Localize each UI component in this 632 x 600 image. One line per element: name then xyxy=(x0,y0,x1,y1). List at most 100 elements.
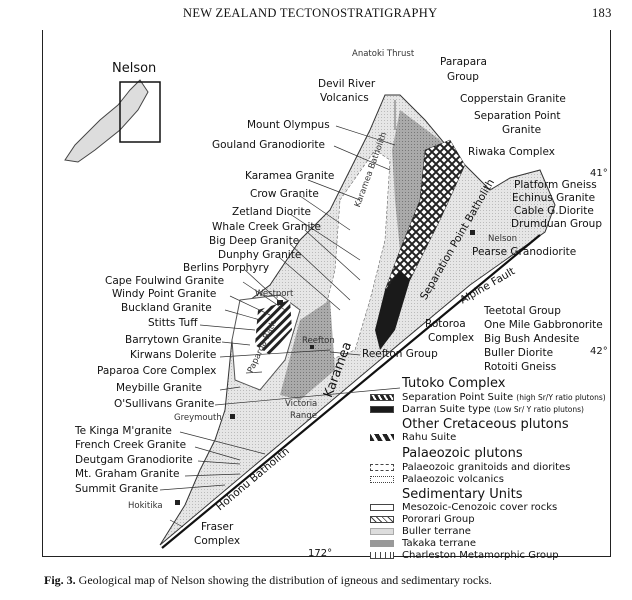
label-te-kinga: Te Kinga M'granite xyxy=(75,425,172,437)
swatch-charleston xyxy=(370,552,394,559)
label-cable: Cable G.Diorite xyxy=(514,205,594,217)
label-drumduan: Drumduan Group xyxy=(511,218,602,230)
figure-caption: Fig. 3. Geological map of Nelson showing… xyxy=(44,573,492,588)
label-deutgam: Deutgam Granodiorite xyxy=(75,454,193,466)
legend-heading-sedimentary: Sedimentary Units xyxy=(402,487,523,502)
label-teetotal: Teetotal Group xyxy=(484,305,561,317)
legend-heading-tutoko: Tutoko Complex xyxy=(402,376,506,391)
legend-sep-point-note: (high Sr/Y ratio plutons) xyxy=(516,393,606,402)
caption-label: Fig. 3. xyxy=(44,573,76,587)
label-pearse: Pearse Granodiorite xyxy=(472,246,577,258)
label-mt-graham: Mt. Graham Granite xyxy=(75,468,180,480)
town-westport: Westport xyxy=(255,289,294,299)
town-reefton: Reefton xyxy=(302,336,335,346)
label-dunphy: Dunphy Granite xyxy=(218,249,302,261)
alpine-fault-line xyxy=(161,234,541,549)
reefton-takaka xyxy=(280,300,335,400)
label-rotoroa-2: Complex xyxy=(428,332,475,344)
legend-sep-point-label: Separation Point Suite xyxy=(402,392,514,403)
caption-text: Geological map of Nelson showing the dis… xyxy=(78,573,492,587)
label-parapara-2: Group xyxy=(447,71,479,83)
label-sep-point-2: Granite xyxy=(502,124,542,136)
legend-heading-palaeo: Palaeozoic plutons xyxy=(402,446,523,461)
swatch-buller xyxy=(370,528,394,535)
label-french-creek: French Creek Granite xyxy=(75,439,187,451)
label-summit: Summit Granite xyxy=(75,483,159,495)
label-gouland: Gouland Granodiorite xyxy=(212,139,326,151)
swatch-sep-point xyxy=(370,394,394,401)
label-devil-river: Devil River xyxy=(318,78,376,90)
legend-rahu: Rahu Suite xyxy=(402,432,457,443)
legend-pororari: Pororari Group xyxy=(402,514,475,525)
label-kirwans: Kirwans Dolerite xyxy=(130,349,217,361)
legend-buller: Buller terrane xyxy=(402,526,471,537)
legend-palaeo-volcanics: Palaeozoic volcanics xyxy=(402,474,504,485)
label-whale-creek: Whale Creek Granite xyxy=(212,221,321,233)
swatch-palaeo-volcanics xyxy=(370,476,394,483)
label-buckland: Buckland Granite xyxy=(121,302,212,314)
label-fraser: Fraser xyxy=(201,521,234,533)
page-number: 183 xyxy=(592,6,612,20)
town-nelson: Nelson xyxy=(488,234,517,244)
swatch-takaka xyxy=(370,540,394,547)
label-meybille: Meybille Granite xyxy=(116,382,202,394)
town-greymouth: Greymouth xyxy=(174,413,222,423)
legend-darran-note: (Low Sr/ Y ratio plutons) xyxy=(493,405,584,414)
tick-lat-42: 42° xyxy=(590,346,608,357)
label-paparoa-core: Paparoa Core Complex xyxy=(97,365,217,377)
running-header: NEW ZEALAND TECTONOSTRATIGRAPHY xyxy=(183,6,438,20)
label-one-mile: One Mile Gabbronorite xyxy=(484,319,603,331)
label-berlins: Berlins Porphyry xyxy=(183,262,270,274)
label-big-bush: Big Bush Andesite xyxy=(484,333,580,345)
swatch-rahu xyxy=(370,434,394,441)
label-devil-river-2: Volcanics xyxy=(320,92,369,104)
inset-title: Nelson xyxy=(112,61,157,76)
label-echinus: Echinus Granite xyxy=(512,192,596,204)
legend-darran-label: Darran Suite type xyxy=(402,404,491,415)
label-platform: Platform Gneiss xyxy=(514,179,597,191)
label-barrytown: Barrytown Granite xyxy=(125,334,222,346)
town-hokitika: Hokitika xyxy=(128,501,163,511)
rahu-suite xyxy=(255,300,292,355)
legend-charleston: Charleston Metamorphic Group xyxy=(402,550,559,561)
label-karamea-granite: Karamea Granite xyxy=(245,170,335,182)
figure-frame xyxy=(42,30,611,557)
legend-sep-point: Separation Point Suite (high Sr/Y ratio … xyxy=(402,392,606,404)
leader-lines xyxy=(159,100,401,528)
label-mount-olympus: Mount Olympus xyxy=(247,119,330,131)
label-copperstain: Copperstain Granite xyxy=(460,93,566,105)
map-victoria: Victoria xyxy=(285,399,318,409)
swatch-meso-ceno xyxy=(370,504,394,511)
legend-meso-ceno: Mesozoic-Cenozoic cover rocks xyxy=(402,502,558,513)
label-windy-point: Windy Point Granite xyxy=(112,288,217,300)
inset-map-nz xyxy=(64,79,161,163)
legend-darran: Darran Suite type (Low Sr/ Y ratio pluto… xyxy=(402,404,584,416)
label-anatoki-thrust: Anatoki Thrust xyxy=(352,49,415,59)
label-crow: Crow Granite xyxy=(250,188,319,200)
label-cape-foulwind: Cape Foulwind Granite xyxy=(105,275,225,287)
swatch-darran xyxy=(370,406,394,413)
swatch-pororari xyxy=(370,516,394,523)
swatch-palaeo-granitoids xyxy=(370,464,394,471)
darran-suite xyxy=(375,270,410,350)
label-stitts: Stitts Tuff xyxy=(148,317,198,329)
tick-lon-172: 172° xyxy=(308,548,333,559)
legend-takaka: Takaka terrane xyxy=(402,538,476,549)
label-parapara: Parapara xyxy=(440,56,487,68)
legend-heading-other-cret: Other Cretaceous plutons xyxy=(402,417,569,432)
tick-lat-41: 41° xyxy=(590,168,608,179)
label-sep-point: Separation Point xyxy=(474,110,561,122)
label-rotoroa: Rotoroa xyxy=(425,318,466,330)
legend-palaeo-granitoids: Palaeozoic granitoids and diorites xyxy=(402,462,571,473)
label-zetland: Zetland Diorite xyxy=(232,206,312,218)
label-fraser-2: Complex xyxy=(194,535,241,547)
map-victoria-2: Range xyxy=(290,411,317,421)
label-osullivans: O'Sullivans Granite xyxy=(114,398,215,410)
label-rotoiti: Rotoiti Gneiss xyxy=(484,361,557,373)
label-buller-diorite: Buller Diorite xyxy=(484,347,554,359)
label-riwaka: Riwaka Complex xyxy=(468,146,555,158)
label-big-deep: Big Deep Granite xyxy=(209,235,300,247)
label-reefton-group: Reefton Group xyxy=(362,348,438,360)
